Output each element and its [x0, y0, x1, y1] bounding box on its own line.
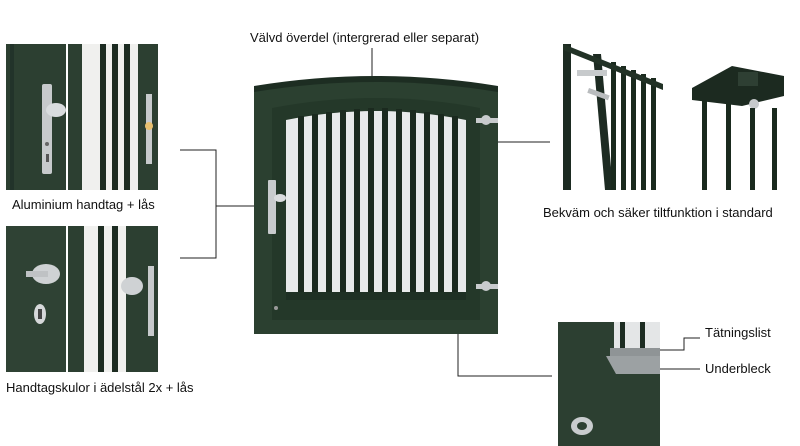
- label-tilt-function: Bekväm och säker tiltfunktion i standard: [543, 205, 773, 220]
- photo-tilt-detail: [692, 66, 784, 190]
- label-aluminium-handle: Aluminium handtag + lås: [12, 197, 155, 212]
- photo-handle-bars: [68, 44, 158, 190]
- photo-knob-closeup-left: [6, 226, 66, 372]
- leader-seal: [660, 337, 700, 351]
- photo-sealing-detail: [558, 322, 660, 446]
- photo-tilt-mechanism: [553, 44, 663, 190]
- leader-underbleck-panel: [457, 332, 552, 377]
- label-arched-top: Välvd överdel (intergrerad eller separat…: [250, 30, 480, 45]
- label-underbleck: Underbleck: [705, 361, 771, 376]
- label-steel-knobs: Handtagskulor i ädelstål 2x + lås: [6, 380, 194, 395]
- window-illustration: [250, 72, 502, 336]
- photo-knob-bars: [68, 226, 158, 372]
- label-sealing-strip: Tätningslist: [705, 325, 771, 340]
- photo-handle-closeup-left: [6, 44, 66, 190]
- leader-left-bracket: [180, 149, 217, 259]
